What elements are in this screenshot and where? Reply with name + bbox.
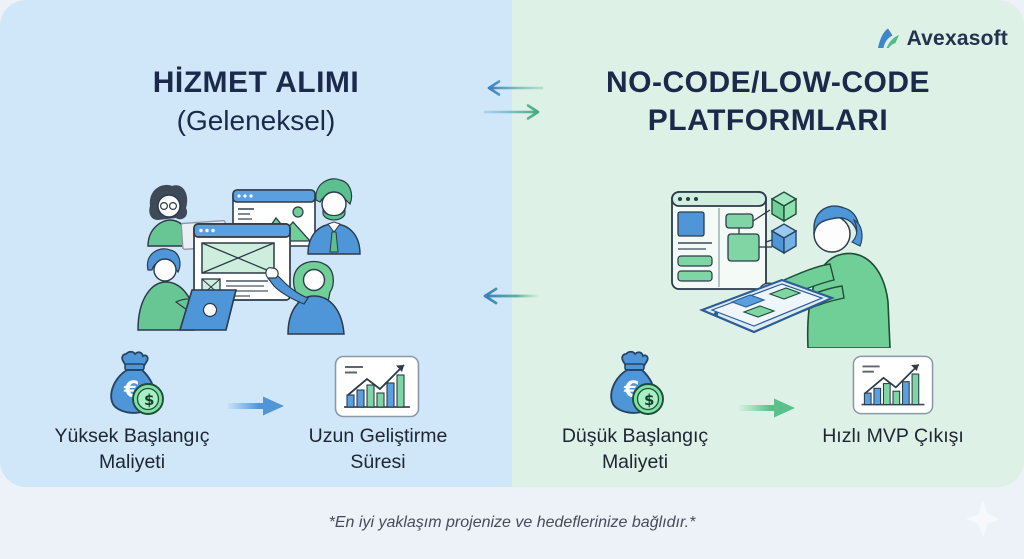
svg-text:$: $ <box>144 391 154 409</box>
money-bag-euro-dollar-icon: € $ <box>110 350 164 415</box>
mid-exchange-arrow-left-icon <box>483 287 540 305</box>
team-collaboration-illustration <box>137 178 361 335</box>
browser-window-wireframe-icon <box>193 223 291 301</box>
left-outcome-label: Uzun Geliştirme Süresi <box>308 425 448 473</box>
right-title-block: NO-CODE/LOW-CODE PLATFORMLARI <box>512 64 1024 140</box>
right-panel-title-line2: PLATFORMLARI <box>647 104 889 137</box>
team-member-developer <box>137 248 238 331</box>
team-member-manager <box>307 178 361 255</box>
nocode-builder-person <box>758 205 891 348</box>
brand-logo: Avexasoft <box>874 24 1008 54</box>
exchange-arrow-right-icon <box>483 104 540 120</box>
panel-nocode: NO-CODE/LOW-CODE PLATFORMLARI <box>512 0 1024 487</box>
comparison-panels: HİZMET ALIMI (Geleneksel) <box>0 0 1024 487</box>
svg-text:$: $ <box>644 391 654 409</box>
blue-block-cube-icon <box>770 223 798 255</box>
right-panel-title-line1: NO-CODE/LOW-CODE <box>605 66 931 99</box>
right-cost-label: Düşük Başlangıç Maliyeti <box>561 425 709 473</box>
footer-disclaimer: *En iyi yaklaşım projenize ve hedeflerin… <box>328 514 696 531</box>
left-cost-label: Yüksek Başlangıç Maliyeti <box>54 425 210 473</box>
left-title-block: HİZMET ALIMI (Geleneksel) <box>0 64 512 140</box>
exchange-arrow-left-icon <box>487 80 544 96</box>
connector-line <box>765 239 773 243</box>
growth-bar-chart-icon <box>334 355 420 418</box>
flow-arrow-green-icon <box>739 398 795 418</box>
panel-traditional: HİZMET ALIMI (Geleneksel) <box>0 0 512 487</box>
right-outcome-label: Hızlı MVP Çıkışı <box>822 425 964 447</box>
sparkle-watermark-icon <box>966 500 1000 538</box>
team-member-presenter <box>265 260 345 335</box>
green-block-cube-icon <box>770 191 798 223</box>
tablet-drag-drop-icon <box>699 278 835 334</box>
nocode-builder-illustration <box>671 191 891 348</box>
app-builder-window-icon <box>671 191 772 290</box>
left-panel-subtitle: (Geleneksel) <box>176 105 336 136</box>
flow-arrow-blue-icon <box>228 396 284 416</box>
left-panel-title: HİZMET ALIMI <box>152 66 360 99</box>
money-bag-euro-dollar-icon: € $ <box>610 350 664 415</box>
avexasoft-logo-icon <box>877 28 899 48</box>
growth-bar-chart-icon <box>852 355 934 415</box>
brand-name: Avexasoft <box>906 27 1008 50</box>
